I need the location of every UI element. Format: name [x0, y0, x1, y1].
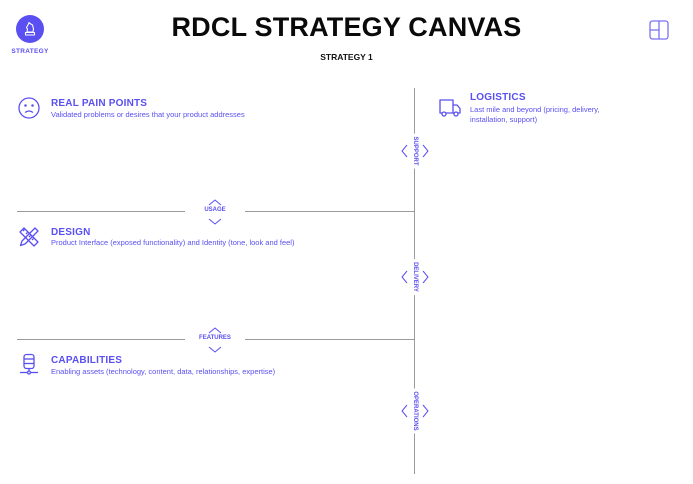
database-network-icon — [17, 353, 41, 377]
section-title-design: DESIGN — [51, 227, 91, 238]
chevron-left-icon — [401, 404, 408, 418]
chevron-up-icon — [208, 327, 222, 334]
chevron-down-icon — [208, 218, 222, 225]
chevron-right-icon — [422, 404, 429, 418]
usage-label: USAGE — [201, 207, 229, 213]
section-title-logistics: LOGISTICS — [470, 92, 526, 103]
usage-connector[interactable]: USAGE — [185, 198, 245, 226]
section-title-capabilities: CAPABILITIES — [51, 355, 123, 366]
operations-connector[interactable]: OPERATIONS — [400, 381, 430, 441]
section-title-pain-points: REAL PAIN POINTS — [51, 98, 148, 109]
truck-icon — [438, 96, 462, 120]
chevron-up-icon — [208, 199, 222, 206]
support-connector[interactable]: SUPPORT — [400, 121, 430, 181]
chess-knight-icon — [24, 21, 36, 36]
page-title: RDCL STRATEGY CANVAS — [171, 12, 522, 42]
layout-toggle-button[interactable] — [649, 20, 669, 40]
pencil-ruler-icon — [17, 225, 41, 249]
chevron-right-icon — [422, 144, 429, 158]
features-label: FEATURES — [196, 335, 234, 341]
page-subtitle: STRATEGY 1 — [320, 52, 373, 62]
chevron-down-icon — [208, 346, 222, 353]
chevron-left-icon — [401, 270, 408, 284]
strategy-label: STRATEGY — [11, 48, 49, 55]
features-connector[interactable]: FEATURES — [185, 326, 245, 354]
chevron-right-icon — [422, 270, 429, 284]
support-label: SUPPORT — [412, 133, 418, 169]
section-desc-design: Product Interface (exposed functionality… — [51, 238, 295, 247]
operations-label: OPERATIONS — [412, 388, 418, 434]
sad-face-icon — [17, 96, 41, 120]
strategy-button[interactable] — [16, 15, 44, 43]
delivery-connector[interactable]: DELIVERY — [400, 247, 430, 307]
section-desc-capabilities: Enabling assets (technology, content, da… — [51, 367, 276, 376]
layout-panels-icon — [649, 20, 669, 40]
chevron-left-icon — [401, 144, 408, 158]
delivery-label: DELIVERY — [412, 259, 418, 295]
section-desc-logistics: Last mile and beyond (pricing, delivery,… — [470, 105, 600, 124]
section-desc-pain-points: Validated problems or desires that your … — [51, 110, 245, 119]
